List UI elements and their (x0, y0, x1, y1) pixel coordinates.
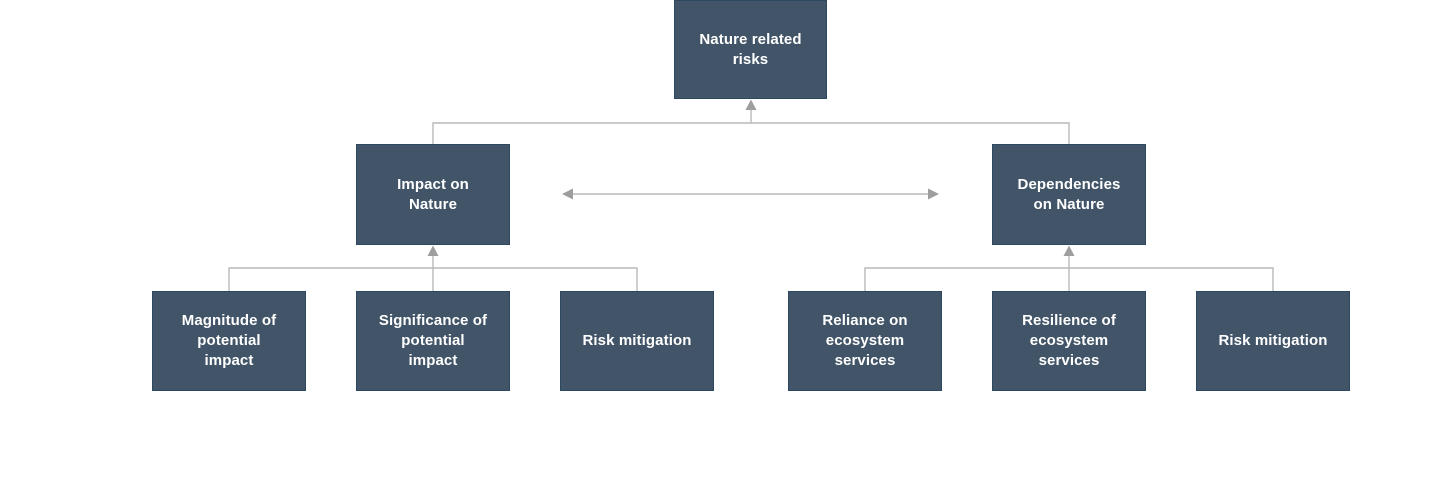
edge-children-to-impact (228, 245, 638, 291)
up-arrowhead-icon (1063, 245, 1075, 256)
node-dependencies-on-nature: Dependencies on Nature (992, 144, 1146, 245)
node-label: Nature related risks (699, 30, 802, 68)
edge-impact-dependencies-double-arrow (562, 188, 939, 200)
up-arrowhead-icon (427, 245, 439, 256)
node-nature-related-risks: Nature related risks (674, 0, 827, 99)
node-label: Risk mitigation (1218, 332, 1328, 349)
node-resilience-of-ecosystem-services: Resilience of ecosystem services (992, 291, 1146, 391)
edge-children-to-root (432, 99, 1070, 144)
node-impact-on-nature: Impact on Nature (356, 144, 510, 245)
node-significance-of-potential-impact: Significance of potential impact (356, 291, 510, 391)
node-label: Impact on Nature (397, 175, 469, 213)
up-arrowhead-icon (745, 99, 757, 110)
left-arrowhead-icon (562, 188, 573, 200)
node-label: Risk mitigation (582, 332, 692, 349)
node-label: Dependencies on Nature (1017, 175, 1121, 213)
node-label: Significance of potential impact (378, 312, 488, 369)
node-magnitude-of-potential-impact: Magnitude of potential impact (152, 291, 306, 391)
node-reliance-on-ecosystem-services: Reliance on ecosystem services (788, 291, 942, 391)
node-risk-mitigation-dependencies: Risk mitigation (1196, 291, 1350, 391)
node-risk-mitigation-impact: Risk mitigation (560, 291, 714, 391)
node-label: Reliance on ecosystem services (822, 312, 908, 369)
right-arrowhead-icon (928, 188, 939, 200)
edge-children-to-dependencies (864, 245, 1274, 291)
node-label: Magnitude of potential impact (181, 312, 277, 369)
node-label: Resilience of ecosystem services (1022, 312, 1116, 369)
